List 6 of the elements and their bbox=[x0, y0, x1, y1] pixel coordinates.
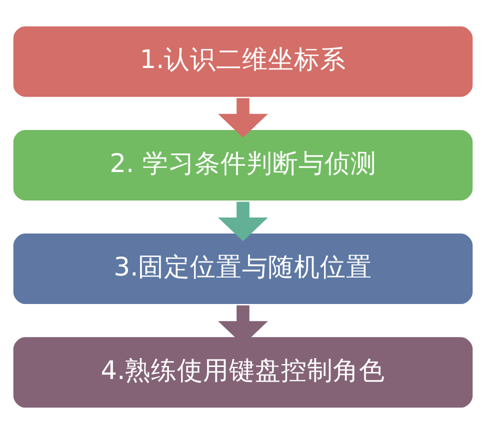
node-box: 1.认识二维坐标系 bbox=[11, 24, 475, 99]
node-box: 3.固定位置与随机位置 bbox=[11, 231, 475, 306]
arrow bbox=[218, 202, 268, 242]
node-box: 2. 学习条件判断与侦测 bbox=[11, 128, 475, 203]
arrow bbox=[218, 98, 268, 138]
node-box: 4.熟练使用键盘控制角色 bbox=[11, 335, 475, 410]
